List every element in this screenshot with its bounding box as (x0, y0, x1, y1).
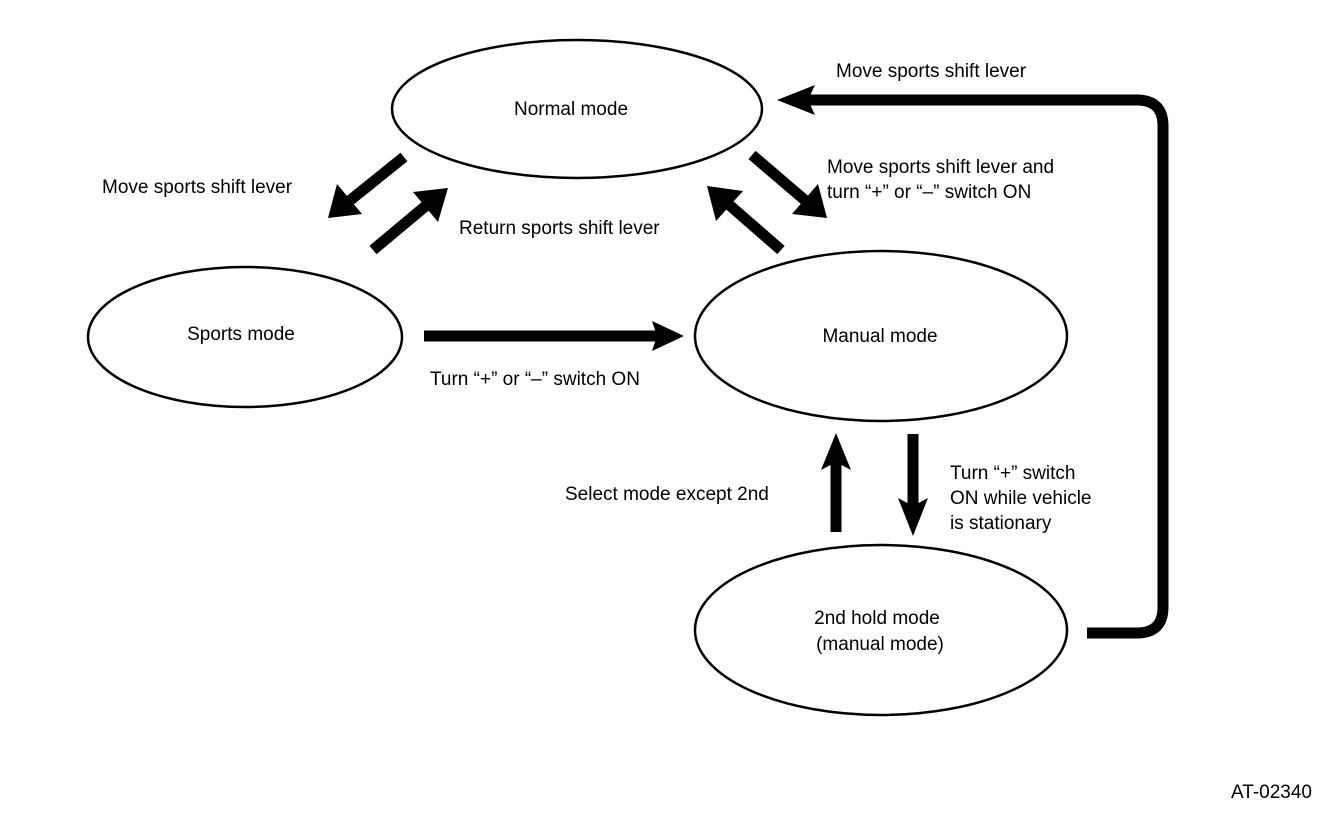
edge-normal-to-manual: Move sports shift lever and turn “+” or … (748, 150, 1054, 218)
edge-label-line2: turn “+” or “–” switch ON (827, 182, 1031, 203)
edge-label-line1: Turn “+” switch (950, 463, 1075, 484)
node-sports-label: Sports mode (187, 324, 295, 345)
node-manual-mode: Manual mode (693, 249, 1069, 423)
node-manual-label: Manual mode (822, 326, 937, 347)
edge-2nd-hold-to-manual: Select mode except 2nd (565, 433, 851, 532)
node-2nd-hold-mode: 2nd hold mode (manual mode) (693, 543, 1069, 717)
edge-line (805, 94, 1169, 639)
node-sports-mode: Sports mode (86, 265, 404, 409)
edge-label: Move sports shift lever (836, 61, 1027, 82)
arrowhead-icon (652, 321, 684, 351)
node-manual-ellipse (693, 249, 1069, 423)
edge-label-line3: is stationary (950, 513, 1052, 534)
edge-label: Turn “+” or “–” switch ON (430, 369, 640, 390)
edge-label-line2: ON while vehicle (950, 488, 1092, 509)
edge-line (723, 198, 785, 255)
node-2nd-hold-ellipse (693, 543, 1069, 717)
edge-sports-to-normal (369, 188, 448, 255)
node-2nd-hold-label-line2: (manual mode) (816, 634, 944, 655)
edge-label: Move sports shift lever (102, 177, 293, 198)
edge-line (748, 150, 811, 207)
edge-label: Return sports shift lever (459, 218, 660, 239)
arrowhead-icon (328, 184, 362, 218)
arrowhead-icon (821, 433, 851, 470)
edge-label-line1: Move sports shift lever and (827, 157, 1054, 178)
arrowhead-icon (413, 188, 448, 222)
node-sports-ellipse (86, 265, 404, 409)
edge-manual-to-normal: Return sports shift lever (459, 186, 785, 255)
figure-id: AT-02340 (1231, 782, 1312, 803)
node-normal-label: Normal mode (514, 99, 628, 120)
edge-sports-to-manual: Turn “+” or “–” switch ON (424, 321, 684, 390)
node-2nd-hold-label-line1: 2nd hold mode (814, 608, 940, 629)
edge-line (369, 199, 432, 255)
edge-line (344, 152, 408, 207)
node-normal-mode: Normal mode (390, 38, 764, 180)
arrowhead-icon (898, 498, 928, 536)
arrowhead-icon (792, 184, 827, 218)
edge-2nd-hold-to-normal: Move sports shift lever (777, 61, 1169, 639)
arrowhead-icon (777, 85, 815, 115)
edge-label: Select mode except 2nd (565, 484, 769, 505)
edge-normal-to-sports: Move sports shift lever (102, 152, 408, 218)
node-normal-ellipse (390, 38, 764, 180)
arrowhead-icon (707, 186, 743, 221)
edge-manual-to-2nd-hold: Turn “+” switch ON while vehicle is stat… (898, 434, 1092, 536)
